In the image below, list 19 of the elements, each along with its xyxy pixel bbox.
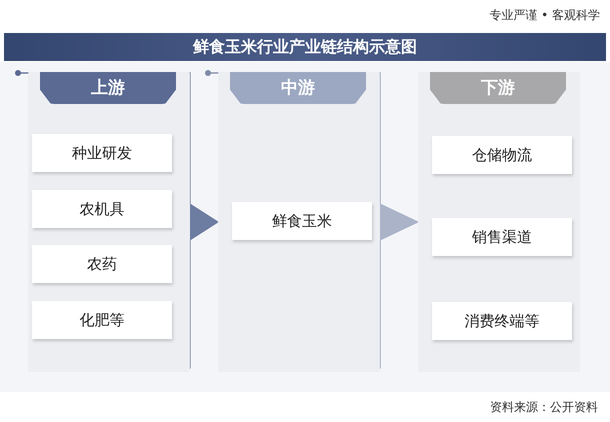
title-bar: 鲜食玉米行业产业链结构示意图: [4, 33, 606, 61]
stage-tab: 上游: [40, 72, 176, 104]
stage-panel: [28, 72, 190, 372]
item-box: 种业研发: [32, 134, 172, 172]
slogan-text: 专业严谨 • 客观科学: [489, 7, 600, 24]
item-box: 仓储物流: [432, 136, 572, 174]
stage-panel: [218, 72, 380, 372]
item-box: 消费终端等: [432, 302, 572, 340]
item-box: 鲜食玉米: [232, 202, 372, 240]
item-box: 农机具: [32, 190, 172, 228]
item-box: 销售渠道: [432, 218, 572, 256]
stage-tab: 中游: [230, 72, 366, 104]
chevron-arrow: [380, 203, 420, 241]
stage-panel: [418, 72, 580, 372]
item-box: 农药: [32, 245, 172, 283]
source-note: 资料来源：公开资料: [490, 399, 598, 416]
chevron-arrow: [190, 203, 219, 241]
item-box: 化肥等: [32, 301, 172, 339]
stage-tab: 下游: [430, 72, 566, 104]
